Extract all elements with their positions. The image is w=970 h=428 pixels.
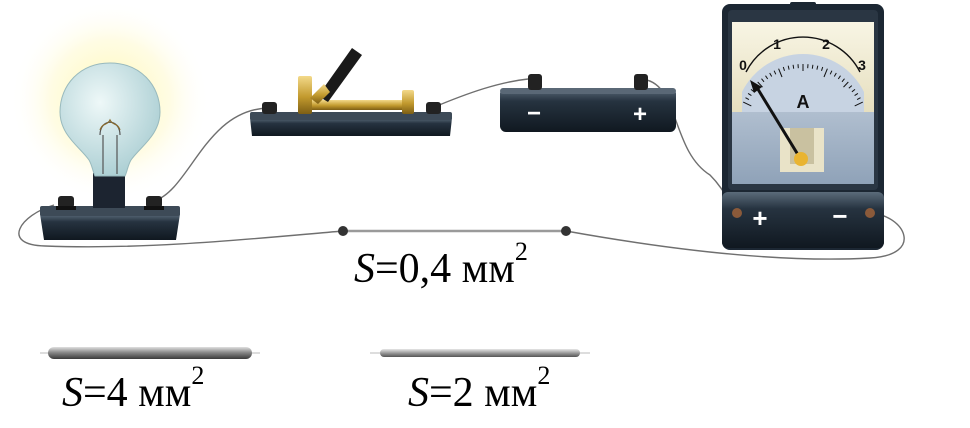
- scale-label-1: 1: [773, 36, 781, 52]
- switch-terminal-left: [262, 102, 277, 114]
- scale-tick: [837, 75, 841, 80]
- ammeter-terminal-minus: [865, 208, 875, 218]
- switch-blade: [312, 100, 412, 110]
- battery-body: [500, 88, 676, 132]
- scale-tick: [757, 81, 763, 88]
- area-symbol: S: [62, 370, 83, 416]
- ammeter: 0 1 2 3 A + −: [722, 2, 884, 250]
- battery: − +: [500, 74, 676, 132]
- scale-label-0: 0: [739, 57, 747, 73]
- scale-tick: [854, 92, 859, 97]
- area-power: 2: [514, 236, 528, 266]
- battery-terminal-plus: [634, 74, 648, 90]
- thin-wire-conductor: [338, 226, 571, 236]
- ammeter-base: [722, 192, 884, 248]
- scale-tick: [816, 65, 819, 70]
- bulb-base-plate: [40, 214, 180, 240]
- area-value: =4 мм: [83, 370, 192, 416]
- scale-tick: [778, 68, 783, 78]
- scale-tick: [745, 97, 750, 101]
- right-wire-area-label: S=2 мм2: [408, 362, 550, 416]
- area-value: =2 мм: [429, 370, 538, 416]
- scale-label-2: 2: [822, 36, 830, 52]
- scale-tick: [773, 70, 777, 75]
- scale-tick: [782, 66, 785, 71]
- switch-hinge-post: [298, 76, 312, 114]
- scale-tick: [761, 78, 765, 83]
- bulb-terminal-left: [56, 196, 76, 210]
- scale-tick: [841, 78, 845, 83]
- ammeter-unit-label: A: [797, 92, 810, 112]
- switch-terminal-right: [426, 102, 441, 114]
- wire-clamp-left: [338, 226, 348, 236]
- battery-plus-sign: +: [633, 101, 647, 128]
- spare-wire-thick: [40, 347, 260, 359]
- scale-tick: [823, 68, 828, 78]
- scale-tick: [829, 70, 833, 75]
- scale-tick: [811, 64, 814, 69]
- knife-switch: [250, 48, 452, 136]
- ammeter-scale-ticks: [742, 64, 864, 107]
- switch-contact-jaw: [402, 90, 414, 114]
- bulb-socket: [93, 173, 125, 208]
- filament-icon: [99, 118, 121, 174]
- ammeter-scale-arc: [745, 36, 861, 73]
- area-symbol: S: [354, 246, 375, 292]
- bulb-terminal-right: [144, 196, 164, 210]
- ammeter-needle: [754, 85, 802, 159]
- wire-rod-to-ammeter: [565, 212, 905, 260]
- ammeter-plus-sign: +: [752, 203, 767, 233]
- scale-tick: [821, 66, 824, 71]
- left-wire-area-label: S=4 мм2: [62, 362, 204, 416]
- scale-tick: [792, 64, 795, 69]
- scale-tick: [765, 75, 769, 80]
- switch-base-plate: [250, 118, 452, 136]
- switch-lever-handle: [318, 48, 362, 102]
- scale-tick: [856, 97, 861, 101]
- battery-terminal-minus: [528, 74, 542, 90]
- wire-switch-to-battery: [431, 78, 529, 109]
- ammeter-minus-sign: −: [832, 201, 847, 231]
- wire-clamp-right: [561, 226, 571, 236]
- scale-tick: [747, 92, 752, 97]
- scale-tick: [851, 89, 856, 93]
- area-symbol: S: [408, 370, 429, 416]
- spare-wire-medium: [370, 349, 590, 357]
- scale-tick: [787, 65, 790, 70]
- area-power: 2: [191, 360, 205, 390]
- scale-tick: [843, 81, 849, 88]
- wire-bulb-to-switch: [153, 107, 269, 202]
- light-bulb: [10, 0, 210, 240]
- scale-tick: [848, 85, 853, 89]
- battery-minus-sign: −: [527, 100, 541, 127]
- area-value: =0,4 мм: [375, 246, 515, 292]
- wire-bulb-to-rod: [18, 204, 344, 248]
- scale-tick: [769, 72, 773, 77]
- area-power: 2: [537, 360, 551, 390]
- scale-label-3: 3: [858, 57, 866, 73]
- needle-pivot: [794, 152, 808, 166]
- main-wire-area-label: S=0,4 мм2: [354, 238, 528, 292]
- scale-tick: [833, 72, 837, 77]
- ammeter-terminal-plus: [732, 208, 742, 218]
- scale-tick: [742, 101, 752, 107]
- scale-tick: [854, 101, 864, 107]
